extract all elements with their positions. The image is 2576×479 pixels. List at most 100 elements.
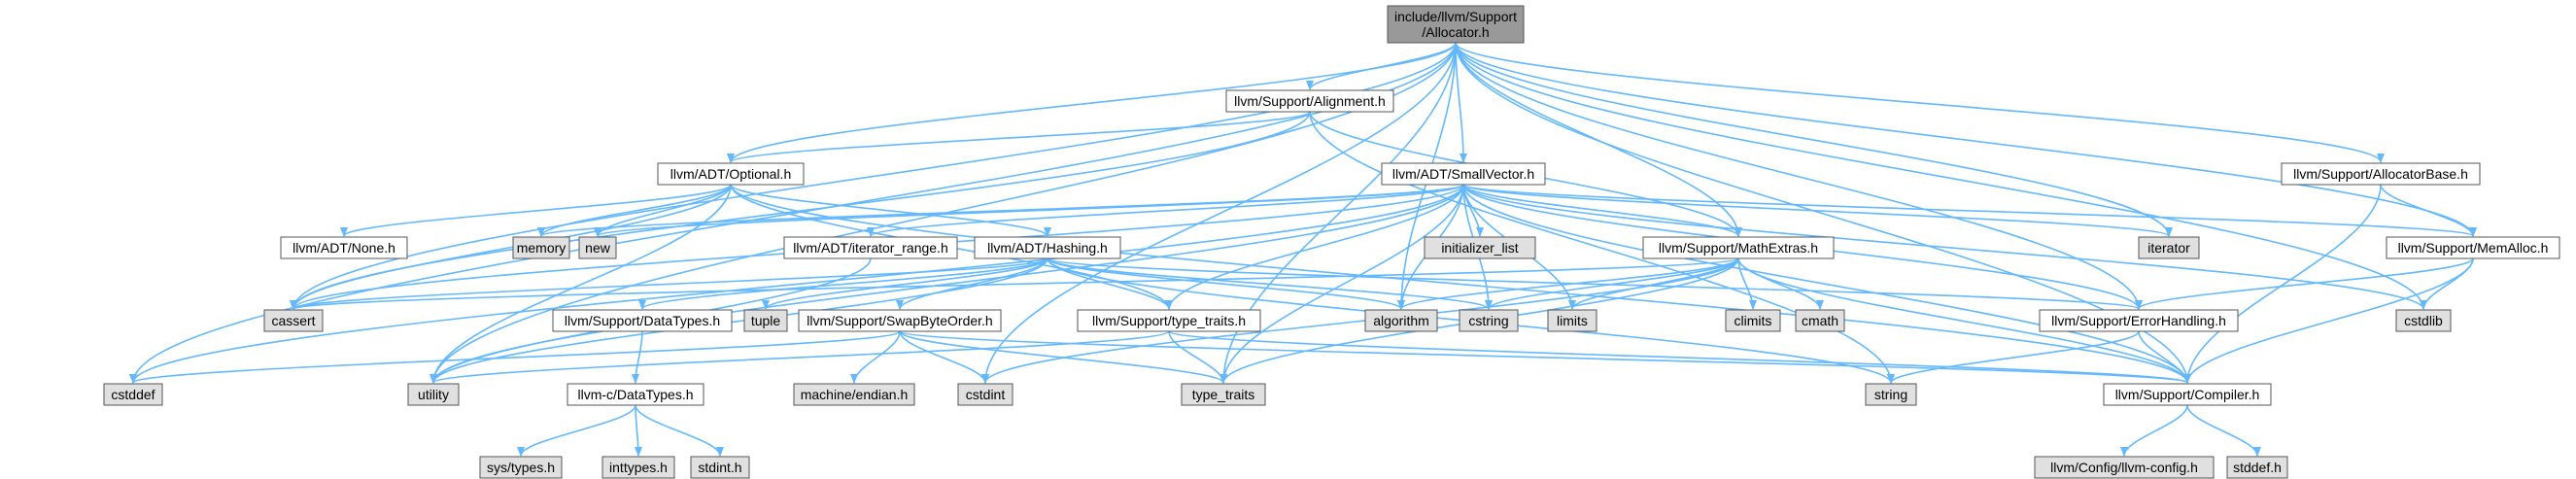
node-new: new (578, 236, 617, 259)
node-stddef: stddef.h (2226, 456, 2288, 479)
node-label: stddef.h (2233, 460, 2282, 475)
edge-hashing-to-swapbyte (896, 257, 1048, 310)
node-climits: climits (1725, 309, 1781, 332)
node-label: include/llvm/Support (1394, 9, 1517, 24)
edge-mathextras-to-cmath (1737, 257, 1824, 310)
node-label: cstddef (111, 387, 155, 402)
node-smallvector[interactable]: llvm/ADT/SmallVector.h (1381, 162, 1546, 186)
node-compiler[interactable]: llvm/Support/Compiler.h (2103, 383, 2272, 406)
node-box (263, 309, 324, 332)
node-cstddef: cstddef (103, 383, 163, 406)
edge-smallvector-to-iterator (1462, 184, 2173, 237)
node-box (2226, 456, 2288, 479)
node-cassert: cassert (263, 309, 324, 332)
node-mathextras[interactable]: llvm/Support/MathExtras.h (1642, 236, 1835, 259)
node-box (479, 456, 563, 479)
node-box (690, 456, 750, 479)
node-errorhandling[interactable]: llvm/Support/ErrorHandling.h (2039, 309, 2239, 332)
node-box (1459, 309, 1519, 332)
node-label: llvm/Support/DataTypes.h (565, 313, 720, 328)
node-label: llvm/Support/type_traits.h (1092, 313, 1246, 328)
node-hashing[interactable]: llvm/ADT/Hashing.h (974, 236, 1121, 259)
node-box (1424, 236, 1536, 259)
node-root[interactable]: include/llvm/Support/Allocator.h (1387, 5, 1525, 44)
edge-cdatatypes-to-systypes (517, 404, 636, 457)
node-cdatatypes[interactable]: llvm-c/DataTypes.h (567, 383, 704, 406)
edge-errorhandling-to-string (1887, 330, 2140, 384)
node-box (1795, 309, 1845, 332)
node-label: new (585, 240, 611, 256)
node-box (743, 309, 788, 332)
node-box (1181, 383, 1266, 406)
node-optional[interactable]: llvm/ADT/Optional.h (657, 162, 805, 186)
node-box (1381, 162, 1546, 186)
edge-optional-to-utility (429, 184, 732, 384)
edge-optional-to-none (340, 184, 732, 237)
edge-root-to-iterator (1455, 42, 2173, 237)
node-box (783, 236, 958, 259)
node-memory: memory (512, 236, 570, 259)
edge-root-to-compiler (1455, 42, 2191, 384)
edge-smallvector-to-new (594, 184, 1464, 237)
node-initlist: initializer_list (1424, 236, 1536, 259)
edge-hashing-to-tuple (762, 257, 1048, 310)
edge-allocatorbase-to-memalloc (2380, 184, 2477, 237)
node-label: cstdint (966, 387, 1006, 402)
node-box (2039, 309, 2239, 332)
node-layer: include/llvm/Support/Allocator.h llvm/Sup… (103, 5, 2560, 479)
edge-mathextras-to-algorithm (1397, 257, 1739, 310)
node-alignment[interactable]: llvm/Support/Alignment.h (1225, 89, 1394, 113)
node-swapbyte[interactable]: llvm/Support/SwapByteOrder.h (798, 309, 1002, 332)
node-none[interactable]: llvm/ADT/None.h (280, 236, 408, 259)
node-label: /Allocator.h (1422, 24, 1489, 40)
edge-cdatatypes-to-stdint (635, 404, 724, 457)
node-datatypes[interactable]: llvm/Support/DataTypes.h (552, 309, 733, 332)
node-type_traits: type_traits (1181, 383, 1266, 406)
edge-memalloc-to-errorhandling (2135, 257, 2474, 310)
node-box (957, 383, 1013, 406)
edge-smallvector-to-memalloc (1462, 184, 2477, 237)
node-box (657, 162, 805, 186)
edge-root-to-cassert (290, 42, 1457, 310)
node-box (2138, 236, 2200, 259)
node-box (2281, 162, 2481, 186)
edge-root-to-errorhandling (1455, 42, 2143, 310)
edge-smallvector-to-cstdlib (1462, 184, 2427, 310)
node-label: llvm/Support/Compiler.h (2115, 387, 2260, 402)
node-label: iterator (2147, 240, 2190, 256)
edge-swapbyte-to-compiler (899, 330, 2191, 384)
node-label: llvm/Support/MathExtras.h (1659, 240, 1818, 256)
node-cstdlib: cstdlib (2395, 309, 2452, 332)
node-typetraitsh[interactable]: llvm/Support/type_traits.h (1077, 309, 1261, 332)
node-label: sys/types.h (487, 460, 555, 475)
edge-root-to-cstdint (981, 42, 1457, 384)
node-label: limits (1557, 313, 1588, 328)
node-string: string (1865, 383, 1917, 406)
edge-root-to-memalloc (1455, 42, 2477, 237)
node-iterator: iterator (2138, 236, 2200, 259)
node-label: llvm/ADT/None.h (292, 240, 395, 256)
node-box (1077, 309, 1261, 332)
node-box (793, 383, 915, 406)
edge-smallvector-to-compiler (1462, 184, 2191, 384)
edge-memalloc-to-compiler (2183, 257, 2474, 384)
node-iterrange[interactable]: llvm/ADT/iterator_range.h (783, 236, 958, 259)
node-label: llvm/ADT/iterator_range.h (793, 240, 948, 256)
edge-swapbyte-to-cstdint (899, 330, 989, 384)
node-label: initializer_list (1441, 240, 1518, 256)
node-memalloc[interactable]: llvm/Support/MemAlloc.h (2386, 236, 2560, 259)
edge-optional-to-memory (537, 184, 732, 237)
node-allocatorbase[interactable]: llvm/Support/AllocatorBase.h (2281, 162, 2481, 186)
edge-smallvector-to-memory (537, 184, 1464, 237)
edge-alignment-to-cassert (290, 111, 1311, 310)
node-label: llvm/Support/AllocatorBase.h (2293, 166, 2468, 182)
node-box (1865, 383, 1917, 406)
node-endian: machine/endian.h (793, 383, 915, 406)
edge-errorhandling-to-compiler (2138, 330, 2191, 384)
node-label: algorithm (1373, 313, 1429, 328)
node-label: cassert (271, 313, 315, 328)
node-box (280, 236, 408, 259)
node-utility: utility (407, 383, 460, 406)
edge-memalloc-to-cstdlib (2420, 257, 2474, 310)
node-box (1725, 309, 1781, 332)
